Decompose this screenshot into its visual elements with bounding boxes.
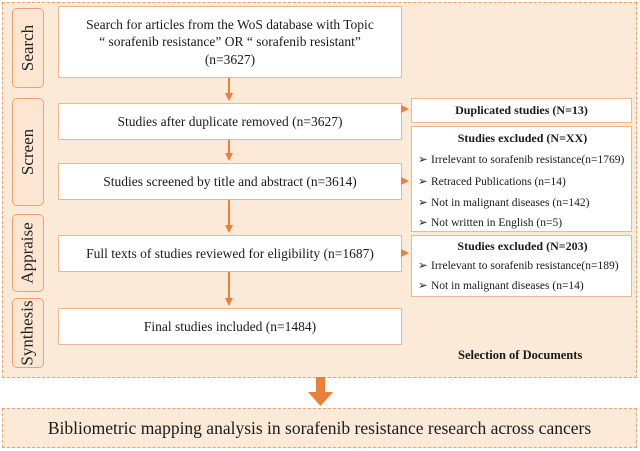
bullet-icon: ➢ bbox=[418, 197, 428, 209]
bullet-icon: ➢ bbox=[418, 280, 428, 292]
final-studies-text: Final studies included (n=1484) bbox=[143, 318, 317, 334]
list-item-text: Not in malignant diseases (n=142) bbox=[431, 197, 590, 209]
search-box: Search for articles from the WoS databas… bbox=[58, 6, 402, 78]
list-item: ➢Not in malignant diseases (n=142) bbox=[418, 195, 590, 209]
screened-box: Studies screened by title and abstract (… bbox=[58, 163, 402, 200]
bibliometric-analysis-text: Bibliometric mapping analysis in sorafen… bbox=[47, 417, 592, 438]
excluded-screening-title: Studies excluded (N=XX) bbox=[457, 131, 588, 145]
list-item-text: Irrelevant to sorafenib resistance(n=189… bbox=[431, 260, 619, 272]
list-item: ➢Not in malignant diseases (n=14) bbox=[418, 278, 584, 292]
duplicates-removed-text: Studies after duplicate removed (n=3627) bbox=[117, 113, 343, 129]
list-item-text: Retraced Publications (n=14) bbox=[431, 176, 566, 188]
stage-synthesis: Synthesis bbox=[12, 298, 44, 368]
list-item-text: Not written in English (n=5) bbox=[431, 217, 563, 229]
stage-search: Search bbox=[12, 8, 44, 88]
bullet-icon: ➢ bbox=[418, 260, 428, 272]
bibliometric-analysis-box: Bibliometric mapping analysis in sorafen… bbox=[2, 408, 637, 448]
list-item: ➢Retraced Publications (n=14) bbox=[418, 174, 566, 188]
excluded-screening-box: Studies excluded (N=XX) ➢Irrelevant to s… bbox=[411, 126, 632, 232]
duplicated-studies-box: Duplicated studies (N=13) bbox=[411, 98, 632, 123]
excluded-eligibility-box: Studies excluded (N=203) ➢Irrelevant to … bbox=[411, 235, 632, 297]
list-item: ➢Irrelevant to sorafenib resistance(n=17… bbox=[418, 152, 624, 166]
stage-screen: Screen bbox=[12, 98, 44, 206]
list-item-text: Not in malignant diseases (n=14) bbox=[431, 280, 584, 292]
list-item: ➢Not written in English (n=5) bbox=[418, 215, 562, 229]
duplicates-removed-box: Studies after duplicate removed (n=3627) bbox=[58, 103, 402, 140]
screened-text: Studies screened by title and abstract (… bbox=[103, 173, 357, 189]
excluded-eligibility-title: Studies excluded (N=203) bbox=[457, 239, 588, 253]
list-item-text: Irrelevant to sorafenib resistance(n=176… bbox=[431, 154, 625, 166]
fulltext-text: Full texts of studies reviewed for eligi… bbox=[86, 245, 374, 261]
final-studies-box: Final studies included (n=1484) bbox=[58, 308, 402, 345]
bullet-icon: ➢ bbox=[418, 217, 428, 229]
search-box-line3: (n=3627) bbox=[204, 51, 256, 67]
search-box-line1: Search for articles from the WoS databas… bbox=[86, 16, 374, 32]
fulltext-box: Full texts of studies reviewed for eligi… bbox=[58, 235, 402, 272]
list-item: ➢Irrelevant to sorafenib resistance(n=18… bbox=[418, 258, 619, 272]
selection-label: Selection of Documents bbox=[458, 348, 583, 362]
arrow-to-bottom bbox=[308, 377, 333, 406]
search-box-line2: “ sorafenib resistance” OR “ sorafenib r… bbox=[99, 34, 361, 50]
duplicated-studies-title: Duplicated studies (N=13) bbox=[455, 103, 588, 117]
bullet-icon: ➢ bbox=[418, 154, 428, 166]
stage-appraise: Appraise bbox=[12, 214, 44, 292]
bullet-icon: ➢ bbox=[418, 176, 428, 188]
